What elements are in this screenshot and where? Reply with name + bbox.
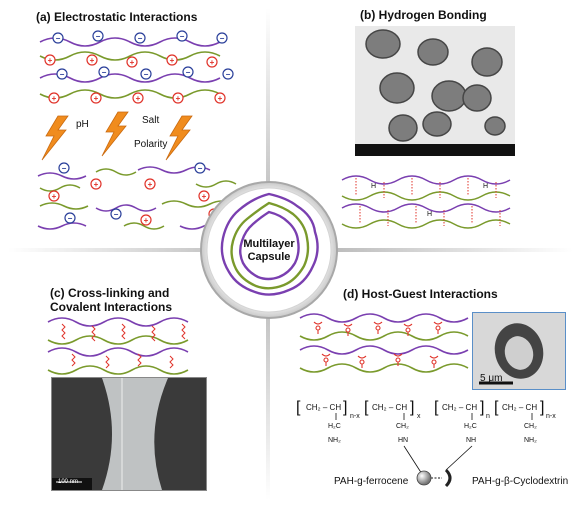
svg-text:NH: NH [466,437,476,444]
panel-c-title-line1: (c) Cross-linking and [50,286,170,300]
svg-text:H₂C: H₂C [328,423,341,430]
svg-text:+: + [210,58,215,67]
panel-c-title-line2: Covalent Interactions [50,300,173,314]
h-bond-label: H [371,183,377,190]
svg-text:+: + [136,94,141,103]
cyclodextrin-host [444,468,452,488]
svg-text:]: ] [540,399,544,416]
svg-text:CH₂ – CH: CH₂ – CH [502,403,537,412]
svg-text:+: + [94,180,99,189]
capsule-label-line1: Multilayer [243,238,295,250]
h-bond-label: H [427,211,433,218]
svg-text:−: − [220,34,225,43]
h-bond-label: H [483,183,489,190]
svg-text:HN: HN [398,437,408,444]
svg-text:[: [ [296,399,301,416]
svg-text:−: − [186,68,191,77]
crosslinking-tem-image [51,377,207,491]
stimulus-ph: pH [76,119,89,130]
capsule-label: Multilayer Capsule [234,238,304,264]
svg-text:CH₂ – CH: CH₂ – CH [442,403,477,412]
svg-text:CH₂ – CH: CH₂ – CH [306,403,341,412]
svg-text:+: + [90,56,95,65]
svg-text:+: + [148,180,153,189]
svg-text:+: + [176,94,181,103]
svg-text:+: + [144,216,149,225]
svg-text:NH₂: NH₂ [524,437,537,444]
svg-text:x: x [417,413,421,420]
svg-text:−: − [138,34,143,43]
stimulus-polarity: Polarity [134,139,168,150]
svg-text:CH₂: CH₂ [396,423,409,430]
svg-text:n-x: n-x [546,413,556,420]
svg-text:−: − [226,70,231,79]
svg-text:+: + [94,94,99,103]
host-guest-scale-bar-label: 5 μm [480,373,503,384]
panel-d-title: (d) Host-Guest Interactions [343,287,498,301]
svg-text:]: ] [343,399,347,416]
svg-text:−: − [114,210,119,219]
svg-text:−: − [96,32,101,41]
svg-text:+: + [218,94,223,103]
stimulus-bolt-2 [101,111,129,157]
svg-text:−: − [68,214,73,223]
svg-text:+: + [170,56,175,65]
panel-a-title: (a) Electrostatic Interactions [36,10,198,24]
svg-text:+: + [202,192,207,201]
stimulus-bolt-3 [165,115,193,161]
svg-text:+: + [52,94,57,103]
svg-text:+: + [48,56,53,65]
svg-text:[: [ [494,399,499,416]
svg-text:−: − [102,68,107,77]
svg-text:+: + [130,58,135,67]
svg-text:−: − [180,32,185,41]
svg-text:]: ] [410,399,414,416]
svg-text:+: + [52,192,57,201]
capsule-label-line2: Capsule [247,251,291,263]
ferrocene-guest-ball [416,470,432,486]
stimulus-bolt-1 [41,115,69,161]
svg-text:−: − [60,70,65,79]
pah-g-ferrocene-label: PAH-g-ferrocene [334,476,409,487]
svg-text:H₂C: H₂C [464,423,477,430]
svg-text:[: [ [364,399,369,416]
svg-text:CH₂: CH₂ [524,423,537,430]
svg-text:[: [ [434,399,439,416]
svg-text:CH₂ – CH: CH₂ – CH [372,403,407,412]
svg-text:n: n [486,413,490,420]
panel-b-title: (b) Hydrogen Bonding [360,8,487,22]
tem-scale-bar-label: 100 nm [58,479,79,485]
svg-text:−: − [144,70,149,79]
pah-g-cyclodextrin-label: PAH-g-β-Cyclodextrin [472,476,569,487]
hydrogen-bonding-tem-image [355,26,515,156]
svg-text:]: ] [480,399,484,416]
svg-text:−: − [56,34,61,43]
svg-text:−: − [198,164,203,173]
stimulus-salt: Salt [142,115,160,126]
svg-text:NH₂: NH₂ [328,437,341,444]
svg-text:−: − [62,164,67,173]
svg-text:n-x: n-x [350,413,360,420]
host-guest-tem-image [472,312,566,390]
